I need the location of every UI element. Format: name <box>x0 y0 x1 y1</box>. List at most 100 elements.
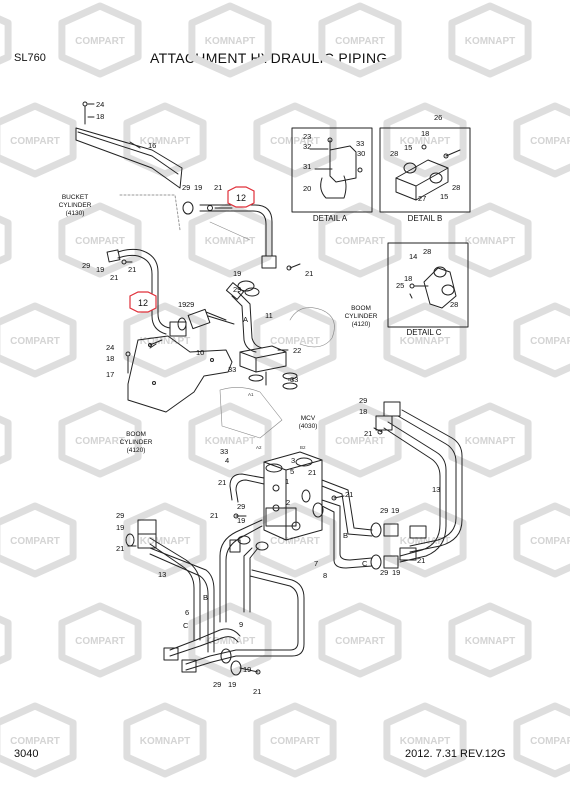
boom-right-label-3: (4120) <box>352 321 371 328</box>
part-number-18-39: 18 <box>404 274 412 283</box>
detail-a-box <box>291 127 373 213</box>
pipe-11 <box>225 280 263 353</box>
bucket-label-1: BUCKET <box>62 194 88 201</box>
watermark-hexagon <box>448 402 532 478</box>
callout-highlight-1[interactable]: 12 <box>227 186 255 208</box>
part-number-19-10: 19 <box>233 269 241 278</box>
watermark-label: KOMNAPT <box>140 736 191 747</box>
part-number-1-51: 1 <box>285 477 289 486</box>
page-number: 3040 <box>14 748 39 760</box>
part-number-21-60: 21 <box>116 544 124 553</box>
watermark-hexagon <box>448 2 532 78</box>
callout-label: 12 <box>138 298 148 308</box>
watermark-label: COMPART <box>530 536 570 547</box>
part-number-10-20: 10 <box>196 348 204 357</box>
part-number-21-52: 21 <box>218 478 226 487</box>
watermark-hexagon <box>123 502 207 578</box>
watermark-hexagon <box>0 702 77 778</box>
part-number-29-75: 29 <box>213 680 221 689</box>
watermark-label: COMPART <box>335 436 385 447</box>
part-number-21-44: 21 <box>364 429 372 438</box>
part-number-19-62: 19 <box>391 506 399 515</box>
part-number-8-69: 8 <box>323 571 327 580</box>
watermark-label: COMPART <box>75 36 125 47</box>
part-number-16-2: 16 <box>148 141 156 150</box>
part-number-6-72: 6 <box>185 608 189 617</box>
part-number-29-58: 29 <box>116 511 124 520</box>
watermark-hexagon <box>383 302 467 378</box>
part-number-28-34: 28 <box>452 183 460 192</box>
part-number-C-64: C <box>362 559 368 568</box>
part-number-33-23: 33 <box>290 375 298 384</box>
mcv-right-pipes <box>301 479 399 570</box>
part-number-32-25: 32 <box>303 142 311 151</box>
part-number-21-78: 21 <box>253 687 261 696</box>
watermark-hexagon <box>513 502 570 578</box>
watermark-hexagon <box>0 302 77 378</box>
part-number-28-38: 28 <box>423 247 431 256</box>
watermark-label: COMPART <box>335 36 385 47</box>
part-number-29-65: 29 <box>380 568 388 577</box>
port-label: A1 <box>248 392 254 397</box>
part-number-29-55: 29 <box>237 502 245 511</box>
part-number-14-37: 14 <box>409 252 417 261</box>
watermark-label: KOMNAPT <box>205 36 256 47</box>
watermark-hexagon <box>0 615 12 665</box>
watermark-hexagon <box>123 102 207 178</box>
part-number-17-19: 17 <box>106 370 114 379</box>
part-number-19-56: 19 <box>237 516 245 525</box>
part-number-24-0: 24 <box>96 100 104 109</box>
part-number-28-33: 28 <box>390 149 398 158</box>
bucket-cylinder-outline <box>119 194 181 231</box>
mcv-block <box>263 451 323 541</box>
watermark-label: COMPART <box>530 136 570 147</box>
part-number-21-9: 21 <box>128 265 136 274</box>
part-number-23-24: 23 <box>303 132 311 141</box>
upper-bucket-pipe <box>182 201 277 269</box>
callout-highlight-2[interactable]: 12 <box>129 291 157 313</box>
part-number-5-49: 5 <box>290 467 294 476</box>
part-number-31-26: 31 <box>303 162 311 171</box>
watermark-hexagon <box>448 602 532 678</box>
port-label: B2 <box>300 445 306 450</box>
part-number-29-11: 29 <box>233 285 241 294</box>
port-labels: A1 A2 B2 B1 <box>248 377 306 450</box>
faint-assembly <box>209 221 335 439</box>
revision-date: 2012. 7.31 REV.12G <box>405 748 506 760</box>
part-number-4-47: 4 <box>225 456 229 465</box>
drawing-lines <box>75 101 471 676</box>
bolts <box>121 259 417 561</box>
watermark-hexagon <box>0 102 77 178</box>
part-number-19-4: 19 <box>194 183 202 192</box>
part-number-C-73: C <box>183 621 189 630</box>
watermark-label: COMPART <box>270 536 320 547</box>
watermark-label: COMPART <box>530 336 570 347</box>
watermark-hexagon <box>383 702 467 778</box>
boom-left-label-3: (4120) <box>127 447 146 454</box>
part-number-28-41: 28 <box>450 300 458 309</box>
watermark-hexagon <box>123 702 207 778</box>
watermark-label: KOMNAPT <box>400 136 451 147</box>
watermark-hexagon <box>318 602 402 678</box>
part-number-22-21: 22 <box>293 346 301 355</box>
watermark-label: COMPART <box>10 336 60 347</box>
watermark-hexagon <box>58 402 142 478</box>
part-number-18-18: 18 <box>106 354 114 363</box>
watermark-label: KOMNAPT <box>205 236 256 247</box>
fitting-a <box>177 308 235 331</box>
watermark-label: COMPART <box>335 236 385 247</box>
part-number-20-27: 20 <box>303 184 311 193</box>
bucket-label-3: (4130) <box>66 210 85 217</box>
callout-label: 12 <box>236 193 246 203</box>
watermark-hexagon <box>448 202 532 278</box>
watermark-label: COMPART <box>270 736 320 747</box>
bottom-pipes <box>163 569 305 676</box>
part-number-11-16: 11 <box>265 311 273 320</box>
watermark-hexagon <box>188 2 272 78</box>
watermark-hexagon <box>188 202 272 278</box>
part-number-9-74: 9 <box>239 620 243 629</box>
watermark-layer <box>0 2 570 778</box>
watermark-label: KOMNAPT <box>140 536 191 547</box>
part-number-3-48: 3 <box>291 456 295 465</box>
